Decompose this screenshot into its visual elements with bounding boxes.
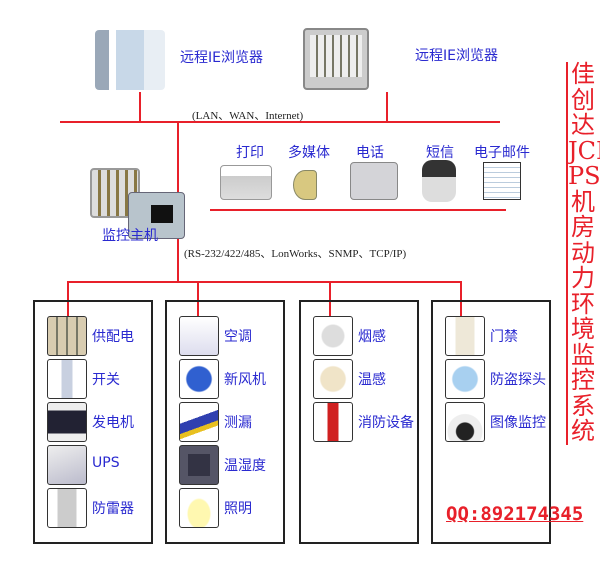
list-item: 烟感 (313, 316, 433, 356)
access-control-icon (445, 316, 485, 356)
remote-client-label: 远程IE浏览器 (415, 48, 498, 64)
leak-detector-icon (179, 402, 219, 442)
list-item: 测漏 (179, 402, 299, 442)
generator-icon (47, 402, 87, 442)
thermo-hygrometer-icon (179, 445, 219, 485)
list-item: 新风机 (179, 359, 299, 399)
list-item: 温感 (313, 359, 433, 399)
item-label: 供配电 (92, 329, 134, 345)
item-label: 门禁 (490, 329, 518, 345)
fan-icon (179, 359, 219, 399)
alarm-output-label: 电话 (356, 145, 384, 161)
item-label: 新风机 (224, 372, 266, 388)
ups-icon (47, 445, 87, 485)
fire-extinguisher-icon (313, 402, 353, 442)
list-item: 照明 (179, 488, 299, 528)
protocol-label: (RS-232/422/485、LonWorks、SNMP、TCP/IP) (184, 248, 407, 260)
list-item: 温湿度 (179, 445, 299, 485)
item-label: 防盗探头 (490, 372, 546, 388)
alarm-output-label: 打印 (236, 145, 264, 161)
power-group: 供配电 开关 发电机 UPS 防雷器 (33, 300, 153, 544)
qq-contact: QQ:892174345 (446, 503, 584, 525)
alarm-bus (210, 209, 506, 211)
list-item: 门禁 (445, 316, 565, 356)
list-item: 开关 (47, 359, 167, 399)
list-item: UPS (47, 445, 167, 485)
item-label: 图像监控 (490, 415, 546, 431)
item-label: 防雷器 (92, 501, 134, 517)
telephone-icon (350, 162, 398, 200)
list-item: 供配电 (47, 316, 167, 356)
mobile-phone-icon (422, 160, 456, 202)
network-label: (LAN、WAN、Internet) (192, 110, 304, 122)
list-item: 消防设备 (313, 402, 433, 442)
network-bus (60, 121, 500, 123)
security-group: 门禁 防盗探头 图像监控 (431, 300, 551, 544)
list-item: 防盗探头 (445, 359, 565, 399)
power-cabinet-icon (47, 316, 87, 356)
alarm-output-label: 电子邮件 (474, 145, 530, 161)
link-line (386, 92, 388, 122)
speaker-icon (293, 170, 317, 200)
air-conditioner-icon (179, 316, 219, 356)
link-line (139, 92, 141, 122)
fire-group: 烟感 温感 消防设备 (299, 300, 419, 544)
item-label: 烟感 (358, 329, 386, 345)
item-label: 照明 (224, 501, 252, 517)
item-label: 消防设备 (358, 415, 414, 431)
surge-protector-icon (47, 488, 87, 528)
email-icon (483, 162, 521, 200)
item-label: 空调 (224, 329, 252, 345)
alarm-output-label: 短信 (426, 145, 454, 161)
item-label: 测漏 (224, 415, 252, 431)
light-bulb-icon (179, 488, 219, 528)
remote-client-label: 远程IE浏览器 (180, 50, 263, 66)
field-bus (67, 281, 462, 283)
environment-group: 空调 新风机 测漏 温湿度 照明 (165, 300, 285, 544)
dome-camera-icon (445, 402, 485, 442)
printer-icon (220, 165, 272, 200)
item-label: 开关 (92, 372, 120, 388)
smoke-detector-icon (313, 316, 353, 356)
breaker-icon (47, 359, 87, 399)
side-title: 佳创达JCD-PSMS机房动力环境监控系统 (566, 60, 600, 445)
item-label: 温感 (358, 372, 386, 388)
item-label: 发电机 (92, 415, 134, 431)
motion-sensor-icon (445, 359, 485, 399)
list-item: 发电机 (47, 402, 167, 442)
list-item: 图像监控 (445, 402, 565, 442)
heat-detector-icon (313, 359, 353, 399)
item-label: 温湿度 (224, 458, 266, 474)
host-label: 监控主机 (102, 228, 158, 244)
laptop-icon (303, 28, 369, 90)
list-item: 空调 (179, 316, 299, 356)
server-icon (128, 192, 185, 239)
list-item: 防雷器 (47, 488, 167, 528)
alarm-output-label: 多媒体 (288, 145, 330, 161)
desktop-computer-icon (95, 30, 165, 90)
item-label: UPS (92, 455, 120, 471)
